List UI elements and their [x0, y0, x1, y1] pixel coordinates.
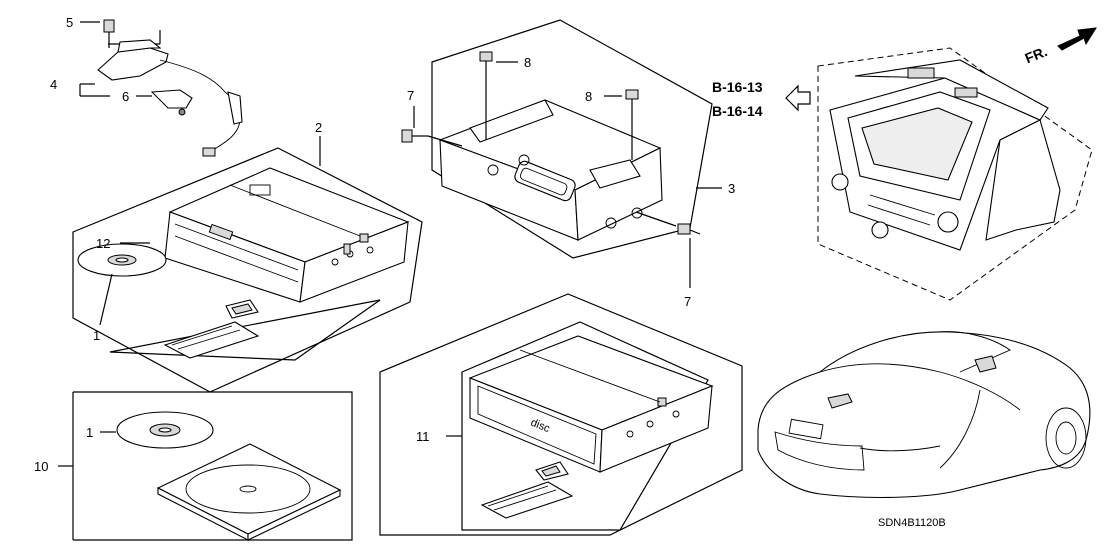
callout-1-lower: 1: [86, 425, 93, 440]
callout-7-upper: 7: [407, 88, 414, 103]
label-small-upper: [225, 299, 259, 319]
screw-8-right: [625, 89, 639, 112]
bag-lower: [480, 481, 574, 519]
diagram-code: SDN4B1120B: [878, 517, 946, 529]
vehicle-illustration: [757, 331, 1091, 499]
gps-antenna: [97, 19, 243, 157]
kit-group-outline: [73, 391, 353, 541]
callout-5: 5: [66, 15, 73, 30]
callout-3: 3: [728, 181, 735, 196]
screw-8-left: [479, 51, 493, 74]
unit-group-outline: [379, 293, 743, 536]
callout-8-right: 8: [585, 89, 592, 104]
callout-2: 2: [315, 120, 322, 135]
callout-8-left: 8: [524, 55, 531, 70]
audio-unit-outline: [817, 47, 1093, 301]
nav-group-sub: [109, 299, 381, 361]
navigation-unit: [164, 167, 410, 303]
bag-upper: [163, 321, 260, 359]
front-label: FR.: [1023, 43, 1050, 66]
callout-7-lower: 7: [684, 294, 691, 309]
callout-4: 4: [50, 77, 57, 92]
callout-10: 10: [34, 459, 48, 474]
mounting-bracket: [438, 99, 663, 241]
screw-7-right: [677, 223, 701, 235]
reference-b-16-14: B-16-14: [712, 103, 763, 119]
front-arrow-icon: [1057, 27, 1097, 51]
callout-1-upper: 1: [93, 328, 100, 343]
reference-arrow: [785, 84, 811, 112]
screw-7-left: [401, 129, 428, 143]
disc-unit: [468, 335, 714, 473]
disc-1-upper: [77, 243, 167, 277]
leader-1-upper: [99, 273, 113, 326]
callout-11: 11: [416, 429, 430, 444]
leader-7-lower-b: [635, 211, 677, 227]
label-small-lower: [535, 461, 569, 481]
unit-group-inner: [461, 321, 709, 531]
nav-group-outline: [72, 147, 423, 393]
disc-case: [156, 443, 342, 541]
audio-navigation-panel: [829, 59, 1061, 251]
disc-1-lower: [116, 411, 214, 449]
leader-7-upper-b: [427, 135, 463, 147]
reference-b-16-13: B-16-13: [712, 79, 763, 95]
callout-12: 12: [96, 236, 110, 251]
callout-6: 6: [122, 89, 129, 104]
